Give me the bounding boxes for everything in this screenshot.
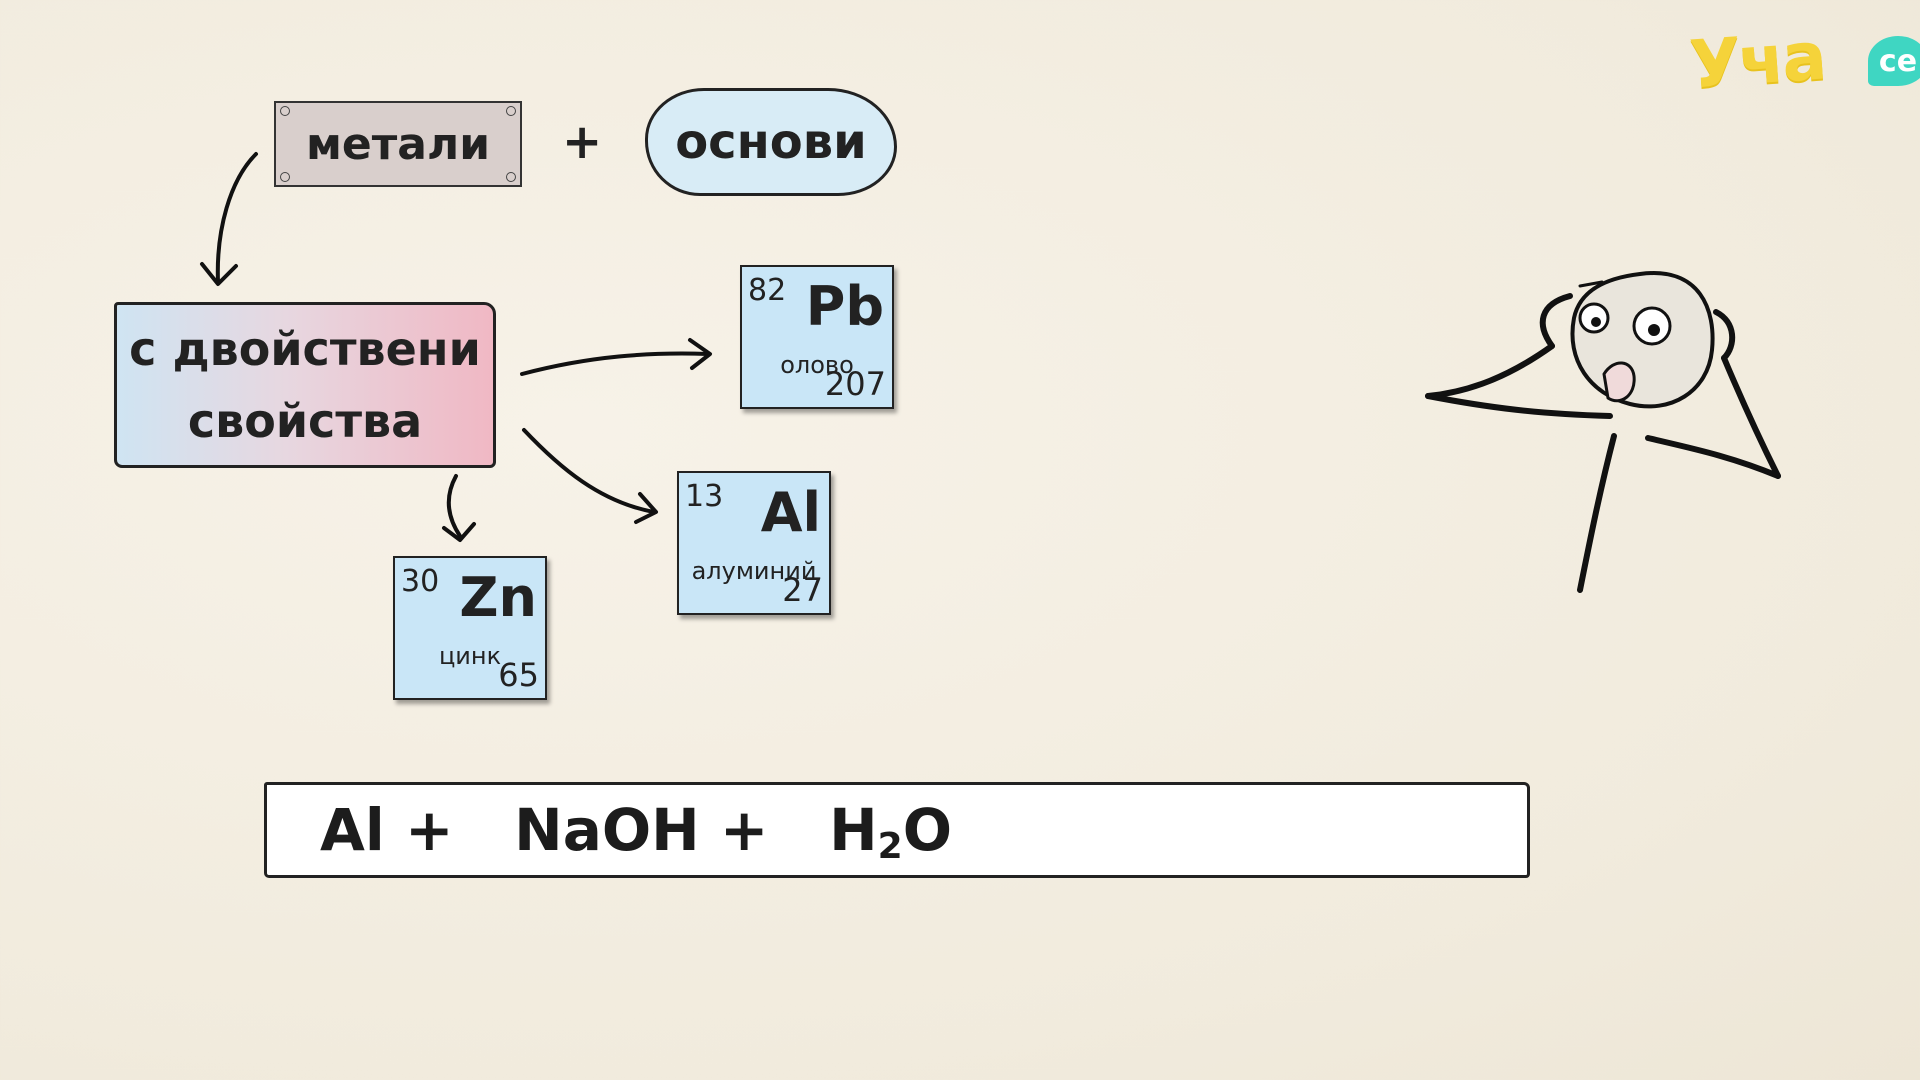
- water-o: O: [902, 796, 953, 864]
- arrow-dual-to-pb: [520, 351, 710, 376]
- atomic-mass: 207: [824, 365, 886, 403]
- screw-icon: [506, 106, 516, 116]
- screw-icon: [506, 172, 516, 182]
- arrow-dual-to-zn: [446, 474, 462, 538]
- plus-sign: +: [719, 796, 769, 864]
- element-symbol: Al: [760, 481, 821, 544]
- logo-badge: се: [1868, 36, 1920, 86]
- water-subscript: 2: [877, 826, 903, 867]
- atomic-mass: 65: [498, 656, 539, 694]
- element-card-pb: 82 Pb олово 207: [740, 265, 894, 409]
- plus-sign: +: [562, 114, 603, 170]
- metals-label: метали: [305, 118, 491, 170]
- element-symbol: Pb: [805, 275, 884, 338]
- element-card-al: 13 Al алуминий 27: [677, 471, 831, 615]
- screw-icon: [280, 106, 290, 116]
- reactant-al: Al: [320, 796, 385, 864]
- atomic-number: 13: [685, 479, 724, 514]
- equation-bar: [264, 782, 1530, 878]
- reactant-naoh: NaOH: [514, 796, 700, 864]
- bases-label: основи: [675, 114, 867, 170]
- atomic-number: 30: [401, 564, 440, 599]
- arrowhead-icon: [688, 338, 712, 370]
- amphoteric-box: с двойствени свойства: [114, 302, 496, 468]
- arrowhead-icon: [200, 262, 238, 286]
- screw-icon: [280, 172, 290, 182]
- element-name: алуминий: [691, 557, 817, 585]
- metals-box: метали: [274, 101, 522, 187]
- amphoteric-label-line1: с двойствени: [129, 322, 481, 376]
- reactant-water: H2O: [829, 796, 953, 867]
- arrow-metals-to-dual: [215, 152, 258, 284]
- element-card-zn: 30 Zn цинк 65: [393, 556, 547, 700]
- plus-sign: +: [404, 796, 454, 864]
- bases-bubble: основи: [645, 88, 897, 196]
- chemical-equation: Al + NaOH + H2O: [320, 796, 952, 867]
- element-name: цинк: [438, 642, 502, 670]
- surprised-figure-icon: [1425, 271, 1781, 593]
- atomic-number: 82: [748, 273, 787, 308]
- atomic-mass: 27: [782, 571, 823, 609]
- arrowhead-icon: [442, 522, 476, 542]
- arrowhead-icon: [634, 492, 658, 524]
- amphoteric-label-line2: свойства: [187, 394, 423, 448]
- arrow-dual-to-al: [522, 428, 656, 514]
- element-name: олово: [780, 351, 854, 379]
- water-h: H: [829, 796, 878, 864]
- element-symbol: Zn: [459, 566, 537, 629]
